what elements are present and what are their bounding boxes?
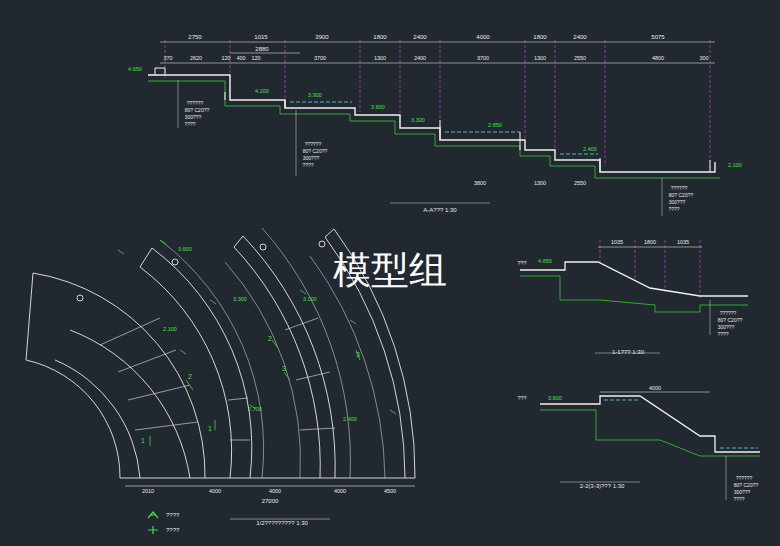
- callout-number: 1: [141, 437, 145, 444]
- layer-note: 80? C20??: [303, 149, 327, 154]
- layer-note: 300???: [669, 200, 686, 205]
- dimension-text: 27000: [262, 498, 279, 504]
- dimension-text: 4800: [652, 56, 664, 62]
- layer-note: ????: [668, 207, 679, 212]
- dimension-text: 1015: [254, 34, 267, 40]
- elevation-text: 4.650: [538, 259, 552, 265]
- elevation-text: 2.100: [163, 327, 177, 333]
- dimension-text: 370: [163, 56, 172, 62]
- dimension-text: 1800: [644, 240, 656, 246]
- elevation-text: 4.650: [128, 67, 142, 73]
- dimension-text: 400: [236, 56, 245, 62]
- layer-note: 300???: [303, 156, 320, 161]
- dimension-text: 2550: [574, 56, 586, 62]
- layer-note: ????: [717, 332, 728, 337]
- dimension-text: 2010: [142, 489, 154, 495]
- dimension-text: 1800: [533, 34, 546, 40]
- section-1: [520, 240, 748, 353]
- elevation-text: 2.850: [488, 123, 502, 129]
- elevation-text: 3.300: [233, 297, 247, 303]
- legend-text: ????: [166, 527, 179, 533]
- watermark: 模型组: [333, 251, 447, 289]
- view-title: A-A??? 1:30: [423, 207, 456, 213]
- layer-note: ????: [733, 497, 744, 502]
- callout-number: 1: [208, 425, 212, 432]
- view-title: 2-2(3-3)??? 1:30: [580, 483, 625, 489]
- section-a: [148, 40, 720, 216]
- dimension-text: 1300: [374, 56, 386, 62]
- dimension-text: 4000: [269, 489, 281, 495]
- view-title: 1-1??? 1:30: [612, 349, 644, 355]
- dimension-text: 3800: [474, 181, 486, 187]
- note-text: ???: [517, 261, 526, 267]
- elevation-text: 4.200: [255, 89, 269, 95]
- callout-number: 2: [188, 373, 192, 380]
- legend-text: ????: [166, 512, 179, 518]
- dimension-text: 120: [221, 56, 230, 62]
- dimension-text: 1800: [373, 34, 386, 40]
- dimension-text: 3700: [477, 56, 489, 62]
- dimension-text: 1035: [677, 240, 689, 246]
- dimension-text: 4000: [649, 386, 661, 392]
- layer-note: 80? C20??: [734, 483, 758, 488]
- elevation-text: 2.700: [248, 407, 262, 413]
- note-text: ???: [517, 396, 526, 402]
- layer-note: 80? C20??: [669, 193, 693, 198]
- dimension-text: 2400: [414, 56, 426, 62]
- legend-item: ????: [146, 525, 179, 535]
- elevation-text: 3.900: [308, 93, 322, 99]
- elevation-text: 2.400: [583, 147, 597, 153]
- layer-note: 80? C20??: [185, 108, 209, 113]
- callout-number: 3: [356, 351, 360, 358]
- elevation-text: 2.400: [343, 417, 357, 423]
- layer-note: ??????: [720, 311, 737, 316]
- dimension-text: 5075: [651, 34, 664, 40]
- callout-number: 2: [268, 335, 272, 342]
- layer-note: ??????: [305, 142, 322, 147]
- layer-note: ??????: [736, 476, 753, 481]
- layer-note: ????: [302, 163, 313, 168]
- dimension-text: 2620: [190, 56, 202, 62]
- legend-symbol: [146, 510, 160, 520]
- dimension-text: 4000: [476, 34, 489, 40]
- dimension-text: 2750: [188, 34, 201, 40]
- layer-note: ????: [184, 122, 195, 127]
- dimension-text: 1300: [534, 181, 546, 187]
- elevation-text: 3.000: [303, 297, 317, 303]
- dimension-text: 2400: [573, 34, 586, 40]
- legend-symbol: [146, 525, 160, 535]
- elevation-text: 3.600: [178, 247, 192, 253]
- dimension-text: 3900: [315, 34, 328, 40]
- view-title: 1/2????????? 1:30: [256, 520, 308, 526]
- dimension-text: 4000: [334, 489, 346, 495]
- layer-note: 300???: [185, 115, 202, 120]
- section-2: [540, 392, 760, 500]
- dimension-text: 3700: [314, 56, 326, 62]
- dimension-text: 300: [699, 56, 708, 62]
- dimension-text: 4000: [209, 489, 221, 495]
- layer-note: ??????: [187, 101, 204, 106]
- elevation-text: 2.100: [728, 163, 742, 169]
- dimension-text: 2550: [574, 181, 586, 187]
- layer-note: ??????: [671, 186, 688, 191]
- elevation-text: 3.600: [371, 105, 385, 111]
- dimension-text: 2400: [413, 34, 426, 40]
- dimension-text: 120: [251, 56, 260, 62]
- layer-note: 80? C20??: [718, 318, 742, 323]
- legend-item: ????: [146, 510, 179, 520]
- dimension-text: 1035: [611, 240, 623, 246]
- dimension-text: 4500: [384, 489, 396, 495]
- elevation-text: 3.300: [411, 118, 425, 124]
- layer-note: 300???: [734, 490, 751, 495]
- dimension-text: 2880: [255, 46, 268, 52]
- dimension-text: 1300: [534, 56, 546, 62]
- callout-number: 3: [282, 365, 286, 372]
- elevation-text: 3.600: [548, 396, 562, 402]
- layer-note: 300???: [718, 325, 735, 330]
